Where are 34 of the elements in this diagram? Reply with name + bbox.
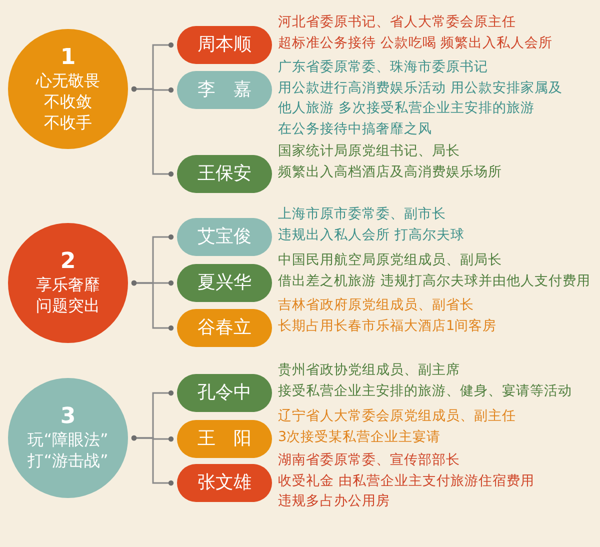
description-line: 他人旅游 多次接受私营企业主安排的旅游 [278,99,534,118]
category-text: 问题突出 [36,295,100,316]
description-line: 辽宁省人大常委会原党组成员、副主任 [278,407,516,426]
description-line: 违规出入私人会所 打高尔夫球 [278,226,464,244]
category-text: 不收手 [44,112,92,132]
category-number: 2 [60,250,76,274]
description-line: 3次接受某私营企业主宴请 [278,428,441,446]
description-line: 在公务接待中搞奢靡之风 [278,120,432,138]
category-number: 3 [60,405,76,429]
description-line: 接受私营企业主安排的旅游、健身、宴请等活动 [278,382,572,400]
description-line: 中国民用航空局原党组成员、副局长 [278,251,502,270]
description-line: 借出差之机旅游 违规打高尔夫球并由他人支付费用 [278,272,590,290]
description-line: 吉林省政府原党组成员、副省长 [278,296,474,315]
description-line: 湖南省委原常委、宣传部部长 [278,451,460,470]
category-number: 1 [60,46,76,70]
description-line: 长期占用长春市乐福大酒店1间客房 [278,316,497,336]
connector-line [131,435,174,486]
description-line: 贵州省政协党组成员、副主席 [278,361,460,380]
connector-line [131,86,174,177]
description-line: 违规多占办公用房 [278,492,390,511]
category-text: 玩“障眼法” [28,429,108,450]
description-line: 河北省委原书记、省人大常委会原主任 [278,13,516,32]
connector-line [131,280,174,331]
description-line: 广东省委原常委、珠海市委原书记 [278,58,488,77]
description-line: 国家统计局原党组书记、局长 [278,142,460,161]
description-line: 用公款进行高消费娱乐活动 用公款安排家属及 [278,78,562,98]
category-text: 不收敛 [44,90,92,112]
description-line: 收受礼金 由私营企业主支付旅游住宿费用 [278,472,534,490]
description-line: 上海市原市委常委、副市长 [278,205,446,224]
category-text: 打“游击战” [28,450,108,471]
category-text: 心无敬畏 [36,70,100,90]
description-line: 频繁出入高档酒店及高消费娱乐场所 [278,162,502,182]
description-line: 超标准公务接待 公款吃喝 频繁出入私人会所 [278,34,553,52]
category-text: 享乐奢靡 [36,274,100,295]
